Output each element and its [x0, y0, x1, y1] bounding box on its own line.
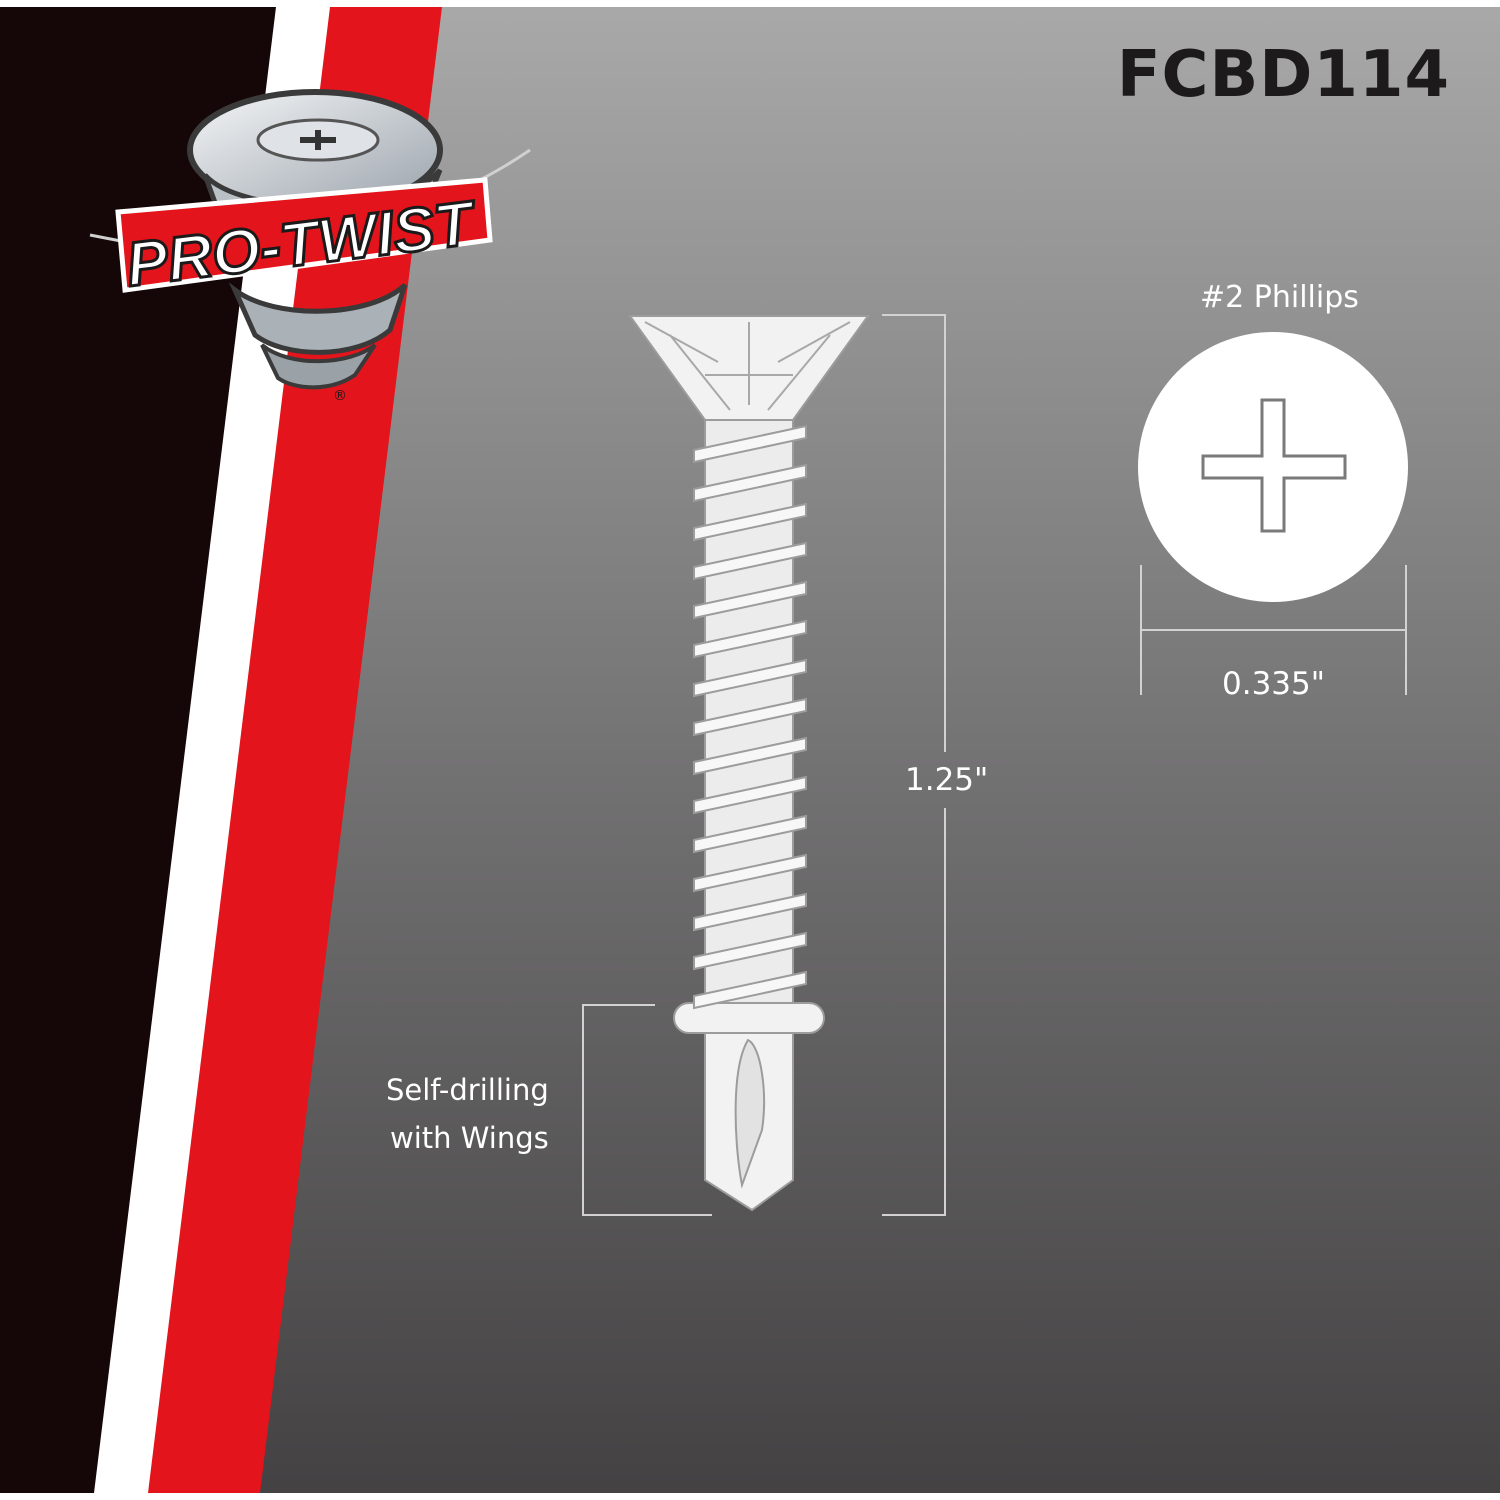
tip-type-label: Self-drilling with Wings	[386, 1066, 549, 1162]
phillips-head-icon	[1138, 332, 1408, 602]
black-panel	[0, 7, 276, 1493]
screw-thread	[693, 541, 807, 581]
screw-thread	[693, 658, 807, 698]
drive-type-label: #2 Phillips	[1200, 280, 1359, 315]
screw-thread	[693, 697, 807, 737]
screw-thread	[693, 463, 807, 503]
screw-thread	[693, 424, 807, 464]
tip-type-line-2: with Wings	[390, 1121, 549, 1155]
tip-type-line-1: Self-drilling	[386, 1073, 549, 1107]
screw-thread	[693, 580, 807, 620]
screw-thread	[693, 853, 807, 893]
screw-length-label: 1.25"	[905, 762, 989, 798]
screw-thread	[693, 502, 807, 542]
screw-thread	[693, 970, 807, 1010]
product-code: FCBD114	[1116, 38, 1450, 112]
length-dimension-line	[882, 314, 946, 1216]
tip-bracket-line	[582, 1004, 712, 1216]
registered-mark: ®	[333, 388, 347, 404]
diameter-dimension-line	[1140, 565, 1407, 695]
head-diameter-label: 0.335"	[1222, 666, 1326, 702]
screw-thread	[693, 736, 807, 776]
screw-thread	[693, 931, 807, 971]
screw-thread	[693, 619, 807, 659]
screw-thread	[693, 892, 807, 932]
screw-thread	[693, 814, 807, 854]
screw-illustration	[628, 315, 870, 1212]
screw-thread	[693, 775, 807, 815]
